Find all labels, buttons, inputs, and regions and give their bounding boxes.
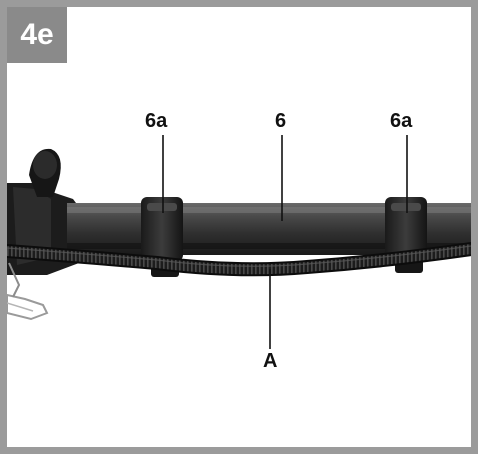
callout-clip-left: 6a	[145, 110, 168, 132]
leader-lines	[162, 135, 408, 349]
callout-hose: A	[263, 350, 278, 372]
callout-suction-tube: 6	[275, 110, 287, 132]
callout-clip-right: 6a	[390, 110, 413, 132]
hose	[7, 242, 471, 277]
tool-illustration	[7, 135, 471, 349]
step-badge: 4e	[7, 7, 67, 63]
